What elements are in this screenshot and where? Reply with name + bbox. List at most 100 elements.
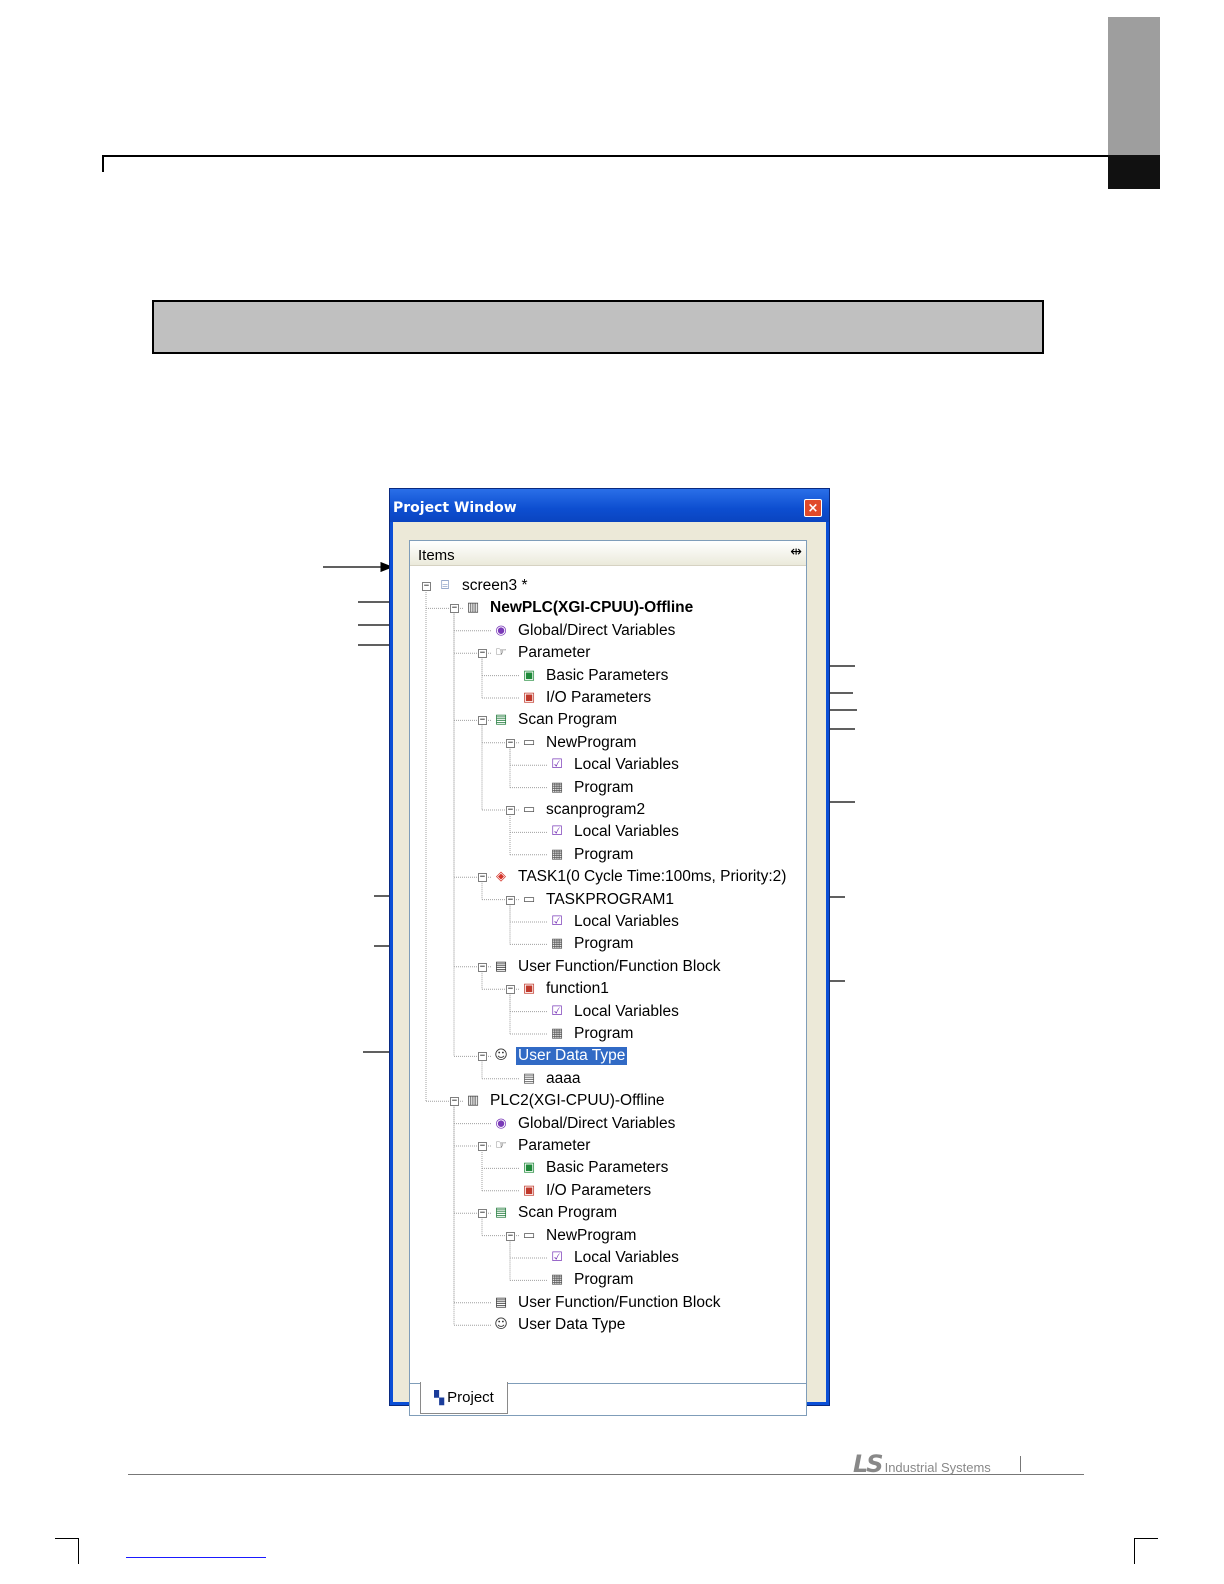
tree-expander[interactable]: −: [450, 603, 459, 614]
column-header-label: Items: [418, 547, 455, 564]
tree-item-label: TASK1(0 Cycle Time:100ms, Priority:2): [518, 868, 787, 886]
program-block-icon: ▭: [522, 802, 536, 817]
tree-expander[interactable]: −: [506, 894, 515, 905]
data-type-icon: ▤: [522, 1070, 536, 1086]
tree-item[interactable]: ▤ aaaa: [520, 1069, 582, 1089]
tree-expander[interactable]: −: [450, 1096, 459, 1107]
section-title-box: [152, 300, 1044, 354]
tree-expander[interactable]: −: [506, 805, 515, 815]
tree-expander[interactable]: −: [506, 984, 515, 995]
tree-item[interactable]: ☺User Data Type: [492, 1315, 627, 1335]
tree-panel[interactable]: Items ⇹ −⌸screen3 *−▥NewPLC(XGI-CPUU)-Of…: [409, 540, 807, 1384]
tree-item-label: Program: [574, 1271, 634, 1289]
tree-item[interactable]: ▣ I/O Parameters: [520, 688, 653, 708]
tree-expander[interactable]: −: [478, 872, 487, 883]
tree-item-label: I/O Parameters: [546, 689, 652, 706]
tree-item[interactable]: ☞Parameter: [492, 1136, 592, 1156]
logo-mark: LS: [853, 1450, 884, 1478]
tree-item[interactable]: ▤User Function/Function Block: [492, 957, 722, 977]
column-header[interactable]: Items ⇹: [410, 541, 806, 566]
project-icon: ⌸: [441, 578, 449, 593]
plc-icon: ▥: [466, 1093, 480, 1109]
tree-item[interactable]: ⌸ screen3 *: [436, 576, 529, 596]
tree-expander[interactable]: −: [478, 1208, 487, 1219]
tree-item-label: Local Variables: [574, 913, 679, 930]
tree-item[interactable]: ☑Local Variables: [548, 912, 681, 932]
close-icon: ×: [807, 501, 819, 516]
tree-item-label: User Function/Function Block: [518, 1293, 721, 1311]
close-button[interactable]: ×: [804, 499, 822, 517]
parameter-icon: ☞: [495, 1138, 507, 1153]
tree-item[interactable]: ▣I/O Parameters: [520, 1181, 653, 1201]
tree-item[interactable]: ▦Program: [548, 1270, 635, 1290]
tree-item-label: Basic Parameters: [546, 666, 669, 684]
tree-item[interactable]: ▦Program: [548, 1024, 635, 1044]
tree-expander[interactable]: −: [478, 715, 487, 726]
chapter-tab: [1108, 17, 1160, 155]
tree-item[interactable]: ▣Basic Parameters: [520, 1158, 670, 1178]
user-function-icon: ▤: [494, 1294, 508, 1310]
tree-item[interactable]: ▥ PLC2(XGI-CPUU)-Offline: [464, 1091, 667, 1111]
parameter-icon: ☞: [495, 645, 507, 661]
header-rule: [102, 155, 1108, 157]
tab-project[interactable]: ▚ Project: [420, 1382, 508, 1414]
tree-item-label: PLC2(XGI-CPUU)-Offline: [490, 1092, 665, 1110]
tree-item[interactable]: ◈TASK1(0 Cycle Time:100ms, Priority:2): [492, 867, 788, 887]
window-title: Project Window: [393, 500, 517, 516]
footer-separator: [1020, 1456, 1021, 1472]
tree-item[interactable]: ◉Global/Direct Variables: [492, 621, 677, 641]
tree-expander[interactable]: −: [478, 1051, 487, 1062]
tab-project-label: Project: [447, 1389, 494, 1406]
tree-expander[interactable]: −: [506, 1230, 515, 1241]
io-parameters-icon: ▣: [522, 690, 536, 705]
tree-expander[interactable]: −: [478, 648, 487, 659]
tree-item[interactable]: ▭NewProgram: [520, 733, 638, 753]
tree-item[interactable]: ◉Global/Direct Variables: [492, 1114, 677, 1134]
global-variables-icon: ◉: [495, 1115, 507, 1131]
tree-item[interactable]: ☑Local Variables: [548, 1002, 681, 1022]
tree-item[interactable]: ☑Local Variables: [548, 822, 681, 842]
program-icon: ▦: [550, 936, 564, 952]
company-logo: LS Industrial Systems: [853, 1450, 991, 1476]
tree-item[interactable]: ☑Local Variables: [548, 1248, 681, 1268]
plc-icon: ▥: [466, 600, 480, 616]
tree-item[interactable]: ▣Basic Parameters: [520, 666, 670, 686]
project-window: Project Window × Items ⇹ −⌸screen3 *−▥Ne…: [389, 488, 830, 1416]
program-icon: ▦: [550, 846, 564, 862]
column-resize-icon[interactable]: ⇹: [790, 544, 802, 560]
tree-item[interactable]: ☞Parameter: [492, 643, 592, 663]
tree-item[interactable]: ▤Scan Program: [492, 1203, 619, 1223]
tree-expander[interactable]: −: [478, 961, 487, 972]
window-titlebar[interactable]: Project Window ×: [390, 489, 829, 522]
tree-item-label: screen3 *: [462, 577, 528, 594]
tree-expander[interactable]: −: [422, 581, 431, 591]
io-parameters-icon: ▣: [522, 1182, 536, 1198]
tree-item[interactable]: ▦Program: [548, 845, 635, 865]
tree-item[interactable]: ☑ Local Variables: [548, 755, 681, 775]
program-icon: ▦: [550, 1026, 564, 1041]
tree-item[interactable]: ▥NewPLC(XGI-CPUU)-Offline: [464, 598, 695, 618]
tree-item[interactable]: ▦Program: [548, 934, 635, 954]
tree-item[interactable]: ☺User Data Type: [492, 1046, 628, 1066]
tree-item[interactable]: ▦Program: [548, 778, 635, 798]
tree-item-label: Basic Parameters: [546, 1159, 669, 1177]
tree-item[interactable]: ▭scanprogram2: [520, 800, 647, 820]
tree-item-label: Global/Direct Variables: [518, 621, 676, 639]
tree-item[interactable]: ▭TASKPROGRAM1: [520, 890, 676, 910]
tree-item[interactable]: ▭NewProgram: [520, 1226, 638, 1246]
tree-item[interactable]: ▣function1: [520, 979, 611, 999]
local-variables-icon: ☑: [551, 757, 563, 773]
tree-item-label: Local Variables: [574, 823, 679, 841]
tree-expander[interactable]: −: [506, 737, 515, 748]
tree-item-label: Scan Program: [518, 711, 618, 729]
tree-item-label: Local Variables: [574, 756, 679, 774]
crop-mark-left-h: [55, 1538, 79, 1539]
tree-item-label: aaaa: [546, 1069, 581, 1087]
crop-mark-left: [78, 1538, 79, 1564]
tree-item[interactable]: ▤ User Function/Function Block: [492, 1293, 722, 1313]
tree-item-label: User Data Type: [516, 1047, 628, 1066]
tree-item[interactable]: ▤Scan Program: [492, 710, 619, 730]
tree-expander[interactable]: −: [478, 1141, 487, 1151]
header-rule-tick: [102, 155, 104, 172]
tree-item-label: Local Variables: [574, 1249, 679, 1266]
